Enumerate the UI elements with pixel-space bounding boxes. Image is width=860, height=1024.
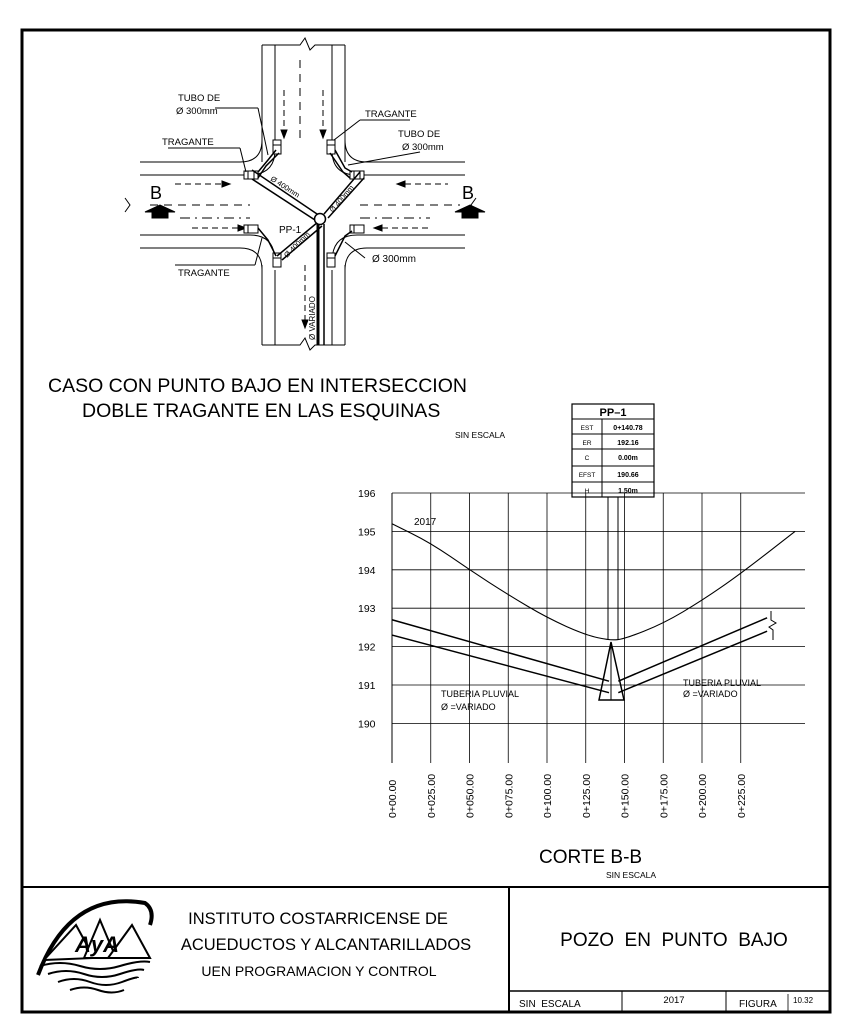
profile-grid (391, 492, 805, 763)
pipe-south-label: Ø VARIADO (308, 296, 317, 340)
section-b-left-label: B (150, 183, 162, 203)
y-tick-label: 190 (358, 718, 376, 730)
pozo-row-value: 192.16 (617, 440, 639, 447)
y-tick-label: 196 (358, 488, 376, 500)
tragante-sw-label: TRAGANTE (178, 268, 230, 279)
tubo-nw-label-2: Ø 300mm (176, 106, 218, 117)
section-b-right-label: B (462, 183, 474, 203)
title-block-year: 2017 (663, 995, 684, 1006)
pipe-nw-diag-label: Ø 400mm (269, 174, 302, 199)
pozo-row-value: 0.00m (618, 455, 638, 462)
profile-series (391, 523, 796, 694)
plan-title-line1: CASO CON PUNTO BAJO EN INTERSECCION (48, 375, 467, 397)
plan-labels: TUBO DE Ø 300mm TRAGANTE TRAGANTE TUBO D… (150, 93, 474, 340)
institution-line2: ACUEDUCTOS Y ALCANTARILLADOS (181, 936, 471, 954)
pipe-label-right-1: TUBERIA PLUVIAL (683, 678, 761, 688)
pozo-row-value: 0+140.78 (613, 425, 642, 432)
pozo-row-key: EST (581, 425, 594, 432)
title-block: AyA INSTITUTO COSTARRICENSE DE ACUEDUCTO… (22, 886, 830, 1012)
pipe-profile-line (391, 618, 610, 682)
intersection-plan (124, 36, 486, 351)
sheet-border (20, 28, 832, 1014)
title-block-scale: SIN ESCALA (519, 999, 581, 1010)
y-tick-label: 191 (358, 680, 376, 692)
x-tick-label: 0+200.00 (697, 774, 709, 818)
drawing-title: POZO EN PUNTO BAJO (560, 930, 788, 951)
tubo-ne-label-2: Ø 300mm (402, 142, 444, 153)
y-tick-label: 195 (358, 526, 376, 538)
plan-scale-note: SIN ESCALA (455, 430, 505, 440)
y-tick-label: 193 (358, 603, 376, 615)
pipe-ne-diag-label: Ø 400mm (328, 183, 356, 214)
institution-line1: INSTITUTO COSTARRICENSE DE (188, 910, 448, 928)
x-tick-label: 0+075.00 (503, 774, 515, 818)
plan-title-line2: DOBLE TRAGANTE EN LAS ESQUINAS (82, 400, 440, 422)
pozo-table: PP–1 EST 0+140.78 ER 192.16 C 0.00m EFST… (571, 403, 655, 640)
pozo-row-value: 1.50m (618, 488, 638, 495)
x-tick-label: 0+00.00 (387, 780, 399, 818)
pozo-row-key: EFST (579, 472, 596, 479)
logo-wordmark: AyA (74, 932, 119, 957)
aya-logo: AyA (36, 899, 154, 994)
pozo-row-key: H (585, 488, 590, 495)
figure-number: 10.32 (793, 996, 814, 1005)
x-tick-label: 0+125.00 (581, 774, 593, 818)
x-tick-label: 0+050.00 (465, 774, 477, 818)
pozo-row-value: 190.66 (617, 472, 639, 479)
pozo-row-key: ER (582, 440, 591, 447)
pp1-plan-label: PP-1 (279, 225, 302, 236)
tubo-ne-label-1: TUBO DE (398, 129, 440, 140)
ground-year-label: 2017 (414, 517, 437, 528)
ground-profile-line (391, 523, 796, 641)
section-scale: SIN ESCALA (606, 870, 656, 880)
pozo-table-title: PP–1 (600, 407, 627, 419)
institution-line3: UEN PROGRAMACION Y CONTROL (201, 963, 436, 979)
profile-x-axis: 0+00.00 0+025.00 0+050.00 0+075.00 0+100.00 0… (387, 774, 748, 818)
x-tick-label: 0+100.00 (542, 774, 554, 818)
pipe-se-label: Ø 300mm (372, 254, 416, 265)
profile-y-axis: 196 195 194 193 192 191 190 (358, 488, 376, 730)
tubo-nw-label-1: TUBO DE (178, 93, 220, 104)
x-tick-label: 0+225.00 (736, 774, 748, 818)
pipe-profile-line (618, 630, 768, 694)
y-tick-label: 192 (358, 642, 376, 654)
pipe-profile-line (391, 634, 610, 694)
section-title: CORTE B-B (539, 847, 642, 868)
pipe-label-right-2: Ø =VARIADO (683, 689, 738, 699)
x-tick-label: 0+150.00 (620, 774, 632, 818)
tragante-ne-label: TRAGANTE (365, 109, 417, 120)
pipe-label-left-1: TUBERIA PLUVIAL (441, 689, 519, 699)
tragante-nw-label: TRAGANTE (162, 137, 214, 148)
pozo-row-key: C (585, 455, 590, 462)
y-tick-label: 194 (358, 565, 376, 577)
x-tick-label: 0+025.00 (426, 774, 438, 818)
figure-label: FIGURA (739, 999, 777, 1010)
pipe-label-left-2: Ø =VARIADO (441, 702, 496, 712)
x-tick-label: 0+175.00 (658, 774, 670, 818)
pipe-profile-line (618, 617, 768, 682)
